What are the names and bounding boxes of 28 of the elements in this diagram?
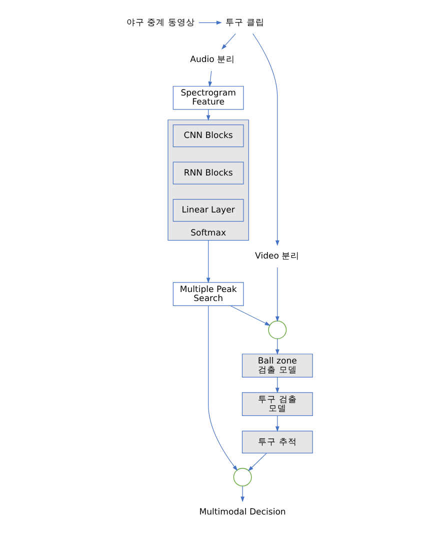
node-text: 야구 중계 동영상 xyxy=(126,18,195,28)
node-box: Multiple Peak Search xyxy=(172,282,244,306)
node-circle xyxy=(268,320,287,340)
node-box: Linear Layer xyxy=(172,199,244,222)
arrow xyxy=(208,70,212,88)
arrow xyxy=(275,338,280,355)
arrow xyxy=(275,415,280,432)
node-circle xyxy=(233,468,252,486)
node-text: Audio 분리 xyxy=(190,55,236,66)
arrow xyxy=(208,306,238,471)
node-box: 투구 검출 모델 xyxy=(242,392,313,416)
arrow xyxy=(206,240,210,284)
node-box: CNN Blocks xyxy=(172,124,244,148)
node-box: Ball zone 검출 모델 xyxy=(242,354,313,378)
arrow xyxy=(230,305,270,326)
node-box: 투구 추적 xyxy=(242,430,313,454)
node-box: Spectrogram Feature xyxy=(172,86,244,110)
node-text: 투구 클립 xyxy=(226,18,264,28)
arrow xyxy=(275,377,280,394)
arrow xyxy=(221,33,236,50)
node-text: Video 분리 xyxy=(255,251,300,262)
node-box: RNN Blocks xyxy=(172,162,244,184)
arrow xyxy=(248,452,267,472)
arrow xyxy=(240,486,244,502)
node-text: Multimodal Decision xyxy=(199,508,286,518)
arrow xyxy=(275,267,280,322)
arrow xyxy=(252,33,280,246)
arrow xyxy=(198,20,222,25)
